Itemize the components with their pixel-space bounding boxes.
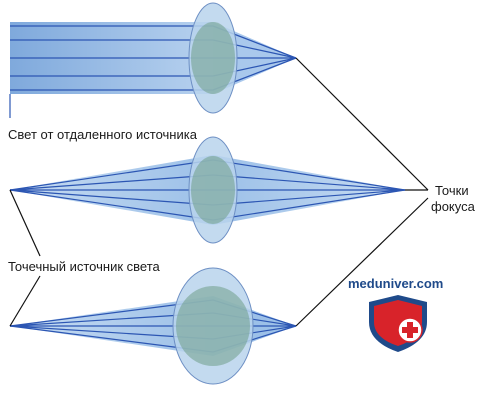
point-source-label: Точечный источник света [8,259,160,274]
focus-points-label-line1: Точки [435,183,469,198]
strong-lens-diagram [9,267,297,385]
symmetric-rays [9,159,406,221]
distant-source-label: Свет от отдаленного источника [8,127,197,142]
watermark-text: meduniver.com [348,276,444,291]
point-source-pointers [9,189,41,327]
focus-points-label-line2: фокуса [431,199,475,214]
point-source-diagram [9,136,406,244]
focus-pointers [295,57,429,327]
convex-lens-3 [172,267,254,385]
distant-source-diagram [9,2,297,118]
convex-lens-1 [188,2,238,114]
parallel-rays [10,25,297,91]
medical-shield-icon [369,295,427,352]
convex-lens-2 [188,136,238,244]
